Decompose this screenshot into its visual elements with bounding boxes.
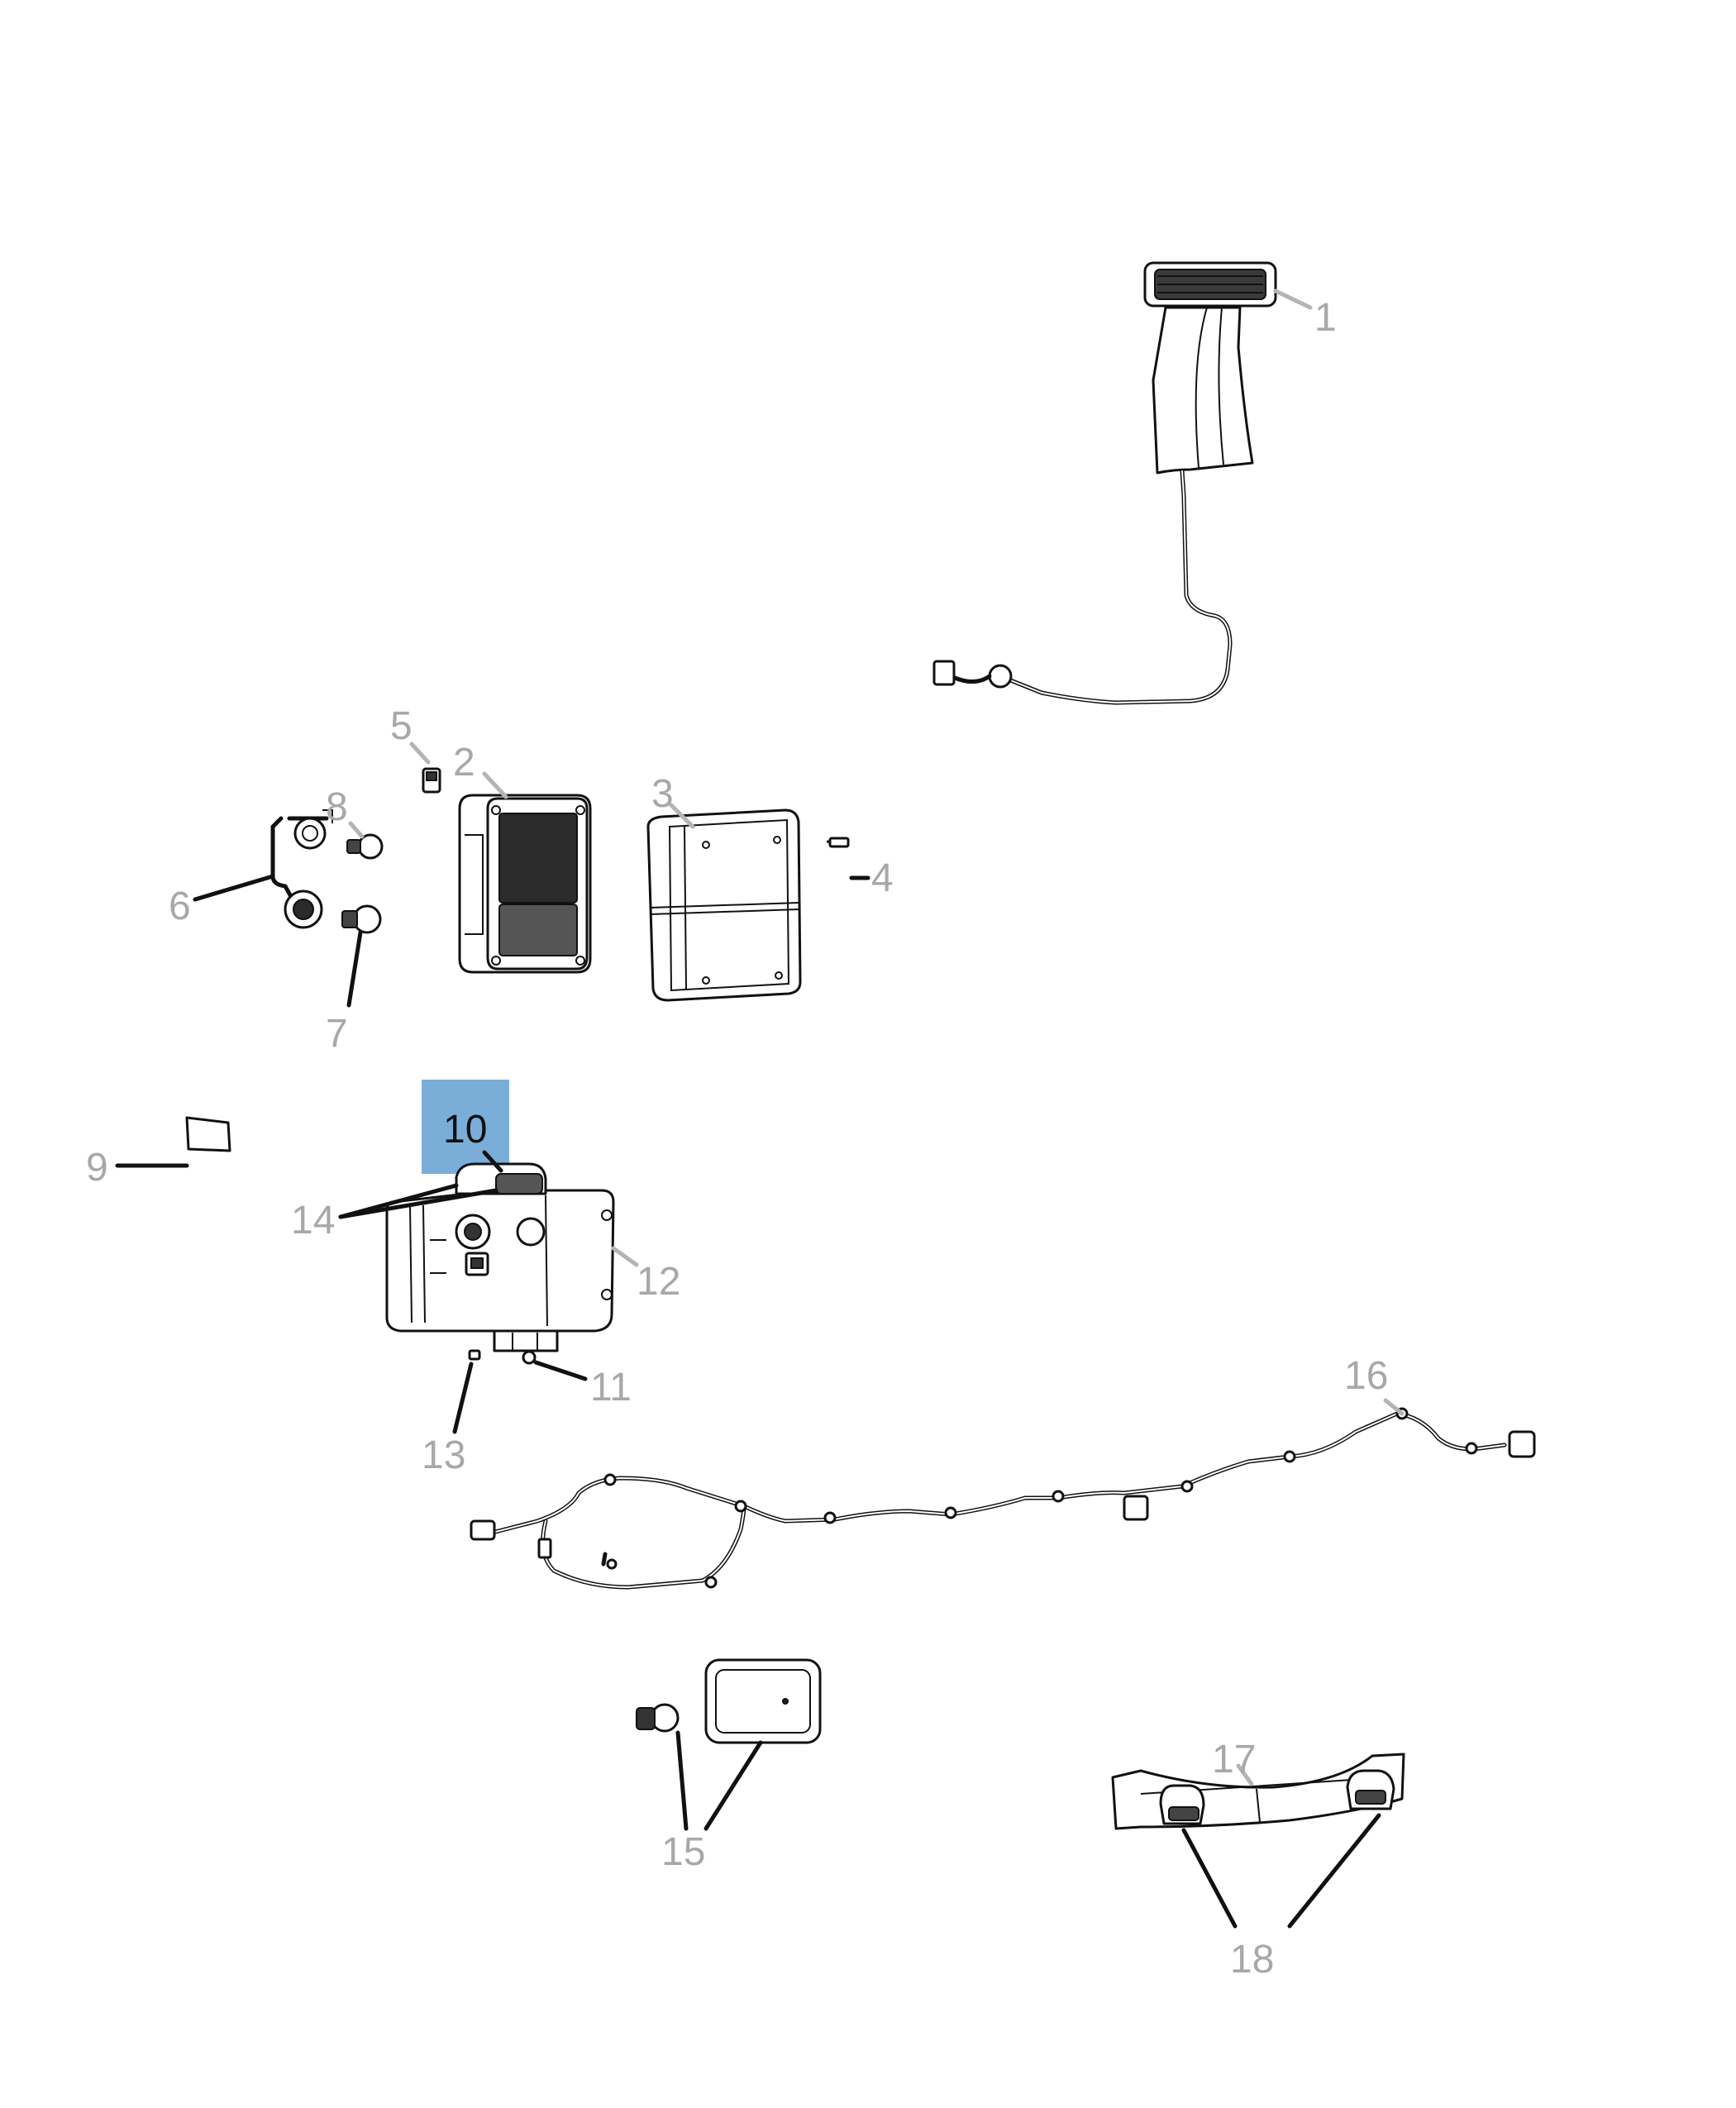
callout-5[interactable]: 5 [390, 704, 413, 748]
part-6-lamp-socket-harness[interactable] [270, 809, 333, 929]
callout-9[interactable]: 9 [86, 1146, 108, 1190]
callout-8[interactable]: 8 [326, 785, 348, 829]
callout-3[interactable]: 3 [651, 772, 674, 816]
callout-10-highlight [422, 1080, 509, 1174]
callout-14[interactable]: 14 [291, 1199, 335, 1242]
part-8-bulb[interactable] [346, 833, 384, 860]
callout-15[interactable]: 15 [661, 1830, 705, 1874]
part-13-screw[interactable] [468, 1349, 481, 1361]
part-4-screw[interactable] [826, 837, 850, 848]
callout-13[interactable]: 13 [422, 1433, 465, 1477]
part-1-center-high-mount-stop-lamp[interactable] [932, 261, 1277, 705]
part-3-tail-lamp-guard[interactable] [646, 808, 802, 1002]
callout-4[interactable]: 4 [871, 856, 894, 900]
part-18-license-lamp-right[interactable] [1346, 1769, 1395, 1810]
callout-1[interactable]: 1 [1314, 296, 1337, 340]
callout-2[interactable]: 2 [453, 741, 475, 785]
part-16-rear-wiring-harness[interactable] [470, 1407, 1536, 1590]
part-2-tail-lamp[interactable] [458, 794, 592, 974]
callout-10[interactable]: 10 [443, 1108, 487, 1152]
part-7-bulb[interactable] [341, 904, 382, 934]
part-12-bracket-assembly[interactable] [385, 1189, 615, 1352]
callout-17[interactable]: 17 [1212, 1738, 1256, 1781]
callout-7[interactable]: 7 [326, 1012, 348, 1056]
callout-12[interactable]: 12 [637, 1260, 680, 1304]
part-18-license-lamp-left[interactable] [1159, 1784, 1205, 1825]
callout-6[interactable]: 6 [169, 885, 191, 928]
part-10-license-lamp[interactable] [455, 1162, 547, 1195]
part-15-lamp-and-bulb[interactable] [636, 1658, 822, 1744]
callout-18[interactable]: 18 [1230, 1938, 1274, 1982]
part-9-pad[interactable] [185, 1116, 231, 1152]
part-11-nut[interactable] [522, 1350, 537, 1365]
callout-16[interactable]: 16 [1344, 1354, 1388, 1398]
part-5-clip[interactable] [422, 767, 441, 794]
callout-11[interactable]: 11 [590, 1366, 632, 1409]
